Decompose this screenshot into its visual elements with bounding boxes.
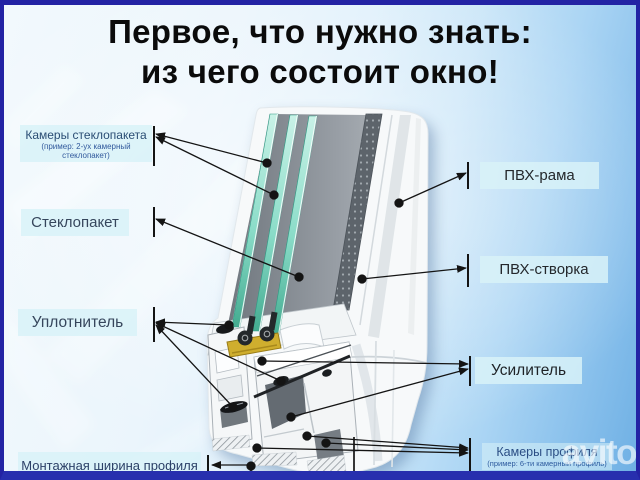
label-seal: Уплотнитель [18,309,137,336]
crease-line [351,355,428,364]
window-cross-section-diagram [153,106,471,471]
glass-panes [231,113,318,336]
label-profile-chambers-text: Камеры профиля [496,445,598,459]
sash-face-stripe [408,118,421,335]
sash-seal-line [253,354,351,399]
sash-seal-line2 [256,344,352,377]
title-line-1: Первое, что нужно знать: [108,13,532,50]
sash-bottom-hatch [306,454,347,471]
bead-highlight [241,334,249,342]
label-pvc-frame: ПВХ-рама [480,162,599,189]
label-mount-width: Монтажная ширина профиля [18,452,201,471]
label-glass-unit: Стеклопакет [21,209,129,236]
spacer-texture [231,344,278,354]
page-title: Первое, что нужно знать: из чего состоит… [4,12,636,92]
label-profile-chambers-subtext: (пример: 6-ти камерный профиль) [487,459,607,468]
crease-line [391,349,395,468]
glazing-bead [237,330,253,346]
title-line-2: из чего состоит окно! [141,53,499,90]
label-reinforcement: Усилитель [475,357,582,384]
crease-line [373,340,377,466]
watermark: avito [561,433,636,472]
label-glass-chambers: Камеры стеклопакета (пример: 2-ух камерн… [20,125,152,162]
sash-face-stripe [368,115,411,338]
spacer-bar [332,113,383,311]
label-pvc-sash: ПВХ-створка [480,256,608,283]
glazing-bead [259,326,275,342]
bead-highlight [263,330,271,338]
seal-small [322,369,332,377]
sash-face-line [359,114,393,326]
label-glass-chambers-subtext: (пример: 2-ух камерный стеклопакет) [41,142,131,160]
label-profile-chambers: Камеры профиля (пример: 6-ти камерный пр… [482,443,612,470]
callout-arrows [153,126,471,471]
label-glass-chambers-text: Камеры стеклопакета [25,128,147,142]
